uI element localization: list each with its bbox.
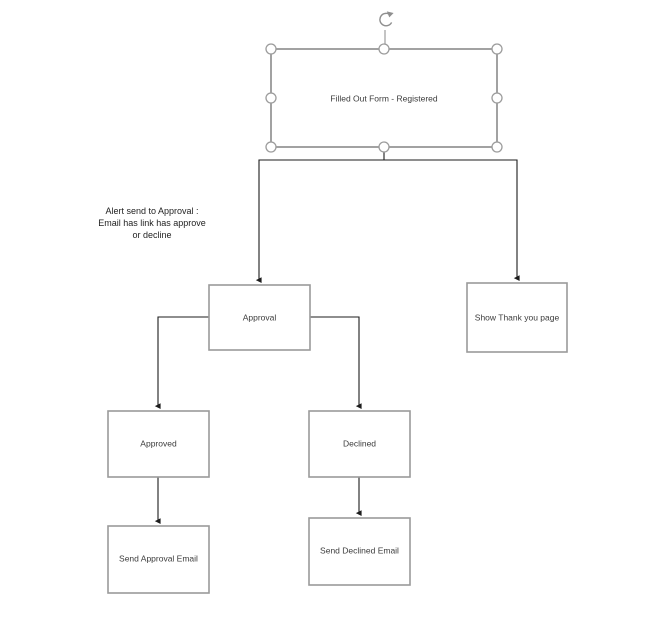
annotation-line-2: Email has link has approve (98, 218, 206, 228)
node-rect-declined[interactable] (308, 410, 411, 478)
annotation-line-1: Alert send to Approval : (105, 206, 198, 216)
node-approved[interactable]: Approved (107, 410, 210, 478)
resize-handle-bottom-center[interactable] (378, 141, 390, 153)
resize-handle-top-left[interactable] (265, 43, 277, 55)
resize-handle-bottom-left[interactable] (265, 141, 277, 153)
connector-form-to-thank-you[interactable] (384, 159, 520, 281)
node-filled-out-form[interactable]: Filled Out Form - Registered (270, 48, 498, 148)
annotation-alert-note[interactable]: Alert send to Approval : Email has link … (98, 206, 206, 240)
node-label-approved: Approved (140, 438, 177, 448)
node-label-declined: Declined (343, 438, 376, 448)
node-rect-approved[interactable] (107, 410, 210, 478)
resize-handle-middle-right[interactable] (491, 92, 503, 104)
selection-overlay[interactable] (265, 11, 503, 153)
connector-approval-to-declined[interactable] (310, 316, 362, 409)
resize-handle-top-center[interactable] (378, 43, 390, 55)
connector-form-to-approval[interactable] (255, 147, 385, 283)
node-rect-approval[interactable] (208, 284, 311, 351)
node-approval[interactable]: Approval (208, 284, 311, 351)
node-label-send-declined-email: Send Declined Email (320, 545, 399, 555)
resize-handle-bottom-right[interactable] (491, 141, 503, 153)
node-send-approval-email[interactable]: Send Approval Email (107, 525, 210, 594)
node-rect-send-declined-email[interactable] (308, 517, 411, 586)
resize-handle-middle-left[interactable] (265, 92, 277, 104)
connector-approval-to-approved[interactable] (154, 316, 209, 409)
node-label-filled-out-form: Filled Out Form - Registered (330, 93, 437, 103)
node-send-declined-email[interactable]: Send Declined Email (308, 517, 411, 586)
node-rect-send-approval-email[interactable] (107, 525, 210, 594)
node-declined[interactable]: Declined (308, 410, 411, 478)
rotate-handle-icon[interactable] (379, 11, 394, 27)
node-label-show-thank-you-page: Show Thank you page (475, 312, 560, 322)
node-label-send-approval-email: Send Approval Email (119, 553, 198, 563)
connector-layer (154, 147, 520, 524)
node-show-thank-you-page[interactable]: Show Thank you page (466, 282, 568, 353)
annotation-line-3: or decline (132, 230, 171, 240)
node-label-approval: Approval (243, 312, 277, 322)
resize-handle-top-right[interactable] (491, 43, 503, 55)
node-rect-show-thank-you-page[interactable] (466, 282, 568, 353)
